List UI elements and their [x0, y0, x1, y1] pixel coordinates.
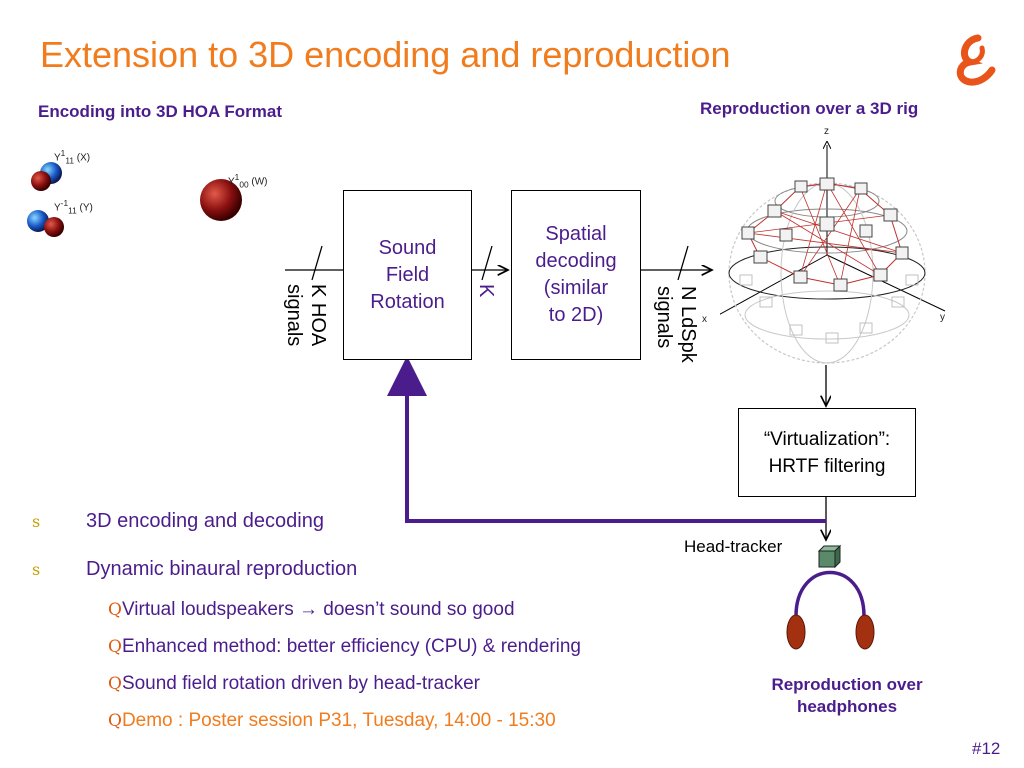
k-label: K: [475, 284, 497, 298]
harmonic-y11-x: [31, 162, 62, 191]
spherical-harmonics-illustration: [27, 162, 242, 237]
head-tracker-label: Head-tracker: [684, 537, 783, 556]
harmonic-y11m-y: [27, 210, 64, 237]
head-tracker-icon: [817, 544, 842, 569]
harmonic-y00-w: [200, 179, 242, 221]
sub-bullet-text: Sound field rotation driven by head-trac…: [121, 673, 480, 694]
bullet-marker: s: [32, 512, 41, 531]
sound-field-rotation-block: Sound Field Rotation: [343, 190, 472, 360]
k-slash: [481, 245, 493, 281]
loudspeaker-rig-sphere: [720, 125, 946, 364]
headphones-band: [794, 570, 866, 617]
spatial-decoding-block: Spatial decoding (similar to 2D): [511, 190, 641, 360]
z-axis-label: z: [824, 126, 829, 137]
bullet-item: s 3D encoding and decoding: [32, 510, 324, 533]
sub-bullet-marker: Q: [108, 637, 122, 657]
spatial-decoding-label: Spatial decoding (similar to 2D): [535, 223, 617, 326]
sound-field-rotation-label: Sound Field Rotation: [370, 236, 445, 313]
sub-bullet-text: Enhanced method: better efficiency (CPU)…: [121, 636, 581, 657]
slide-title: Extension to 3D encoding and reproductio…: [40, 34, 731, 75]
label-y00-w: Y100 (W): [228, 172, 268, 190]
input-slash: [311, 245, 323, 281]
label-y11-x: Y111 (X): [54, 148, 91, 166]
head-tracker-feedback-arrow: [387, 356, 826, 523]
y-axis-label: y: [940, 312, 945, 323]
sub-bullet-text: Virtual loudspeakers → doesn’t sound so …: [121, 599, 515, 620]
encoding-heading: Encoding into 3D HOA Format: [38, 102, 282, 121]
sub-bullet-text: Demo : Poster session P31, Tuesday, 14:0…: [121, 710, 556, 731]
headphones-illustration: [786, 544, 875, 650]
sub-bullet-marker: Q: [108, 600, 122, 620]
reproduction-rig-heading: Reproduction over a 3D rig: [700, 99, 919, 118]
bullet-item: s Dynamic binaural reproduction: [32, 558, 357, 581]
orange-logo: [948, 32, 1004, 88]
n-slash: [677, 245, 689, 281]
sub-bullet-item: QSound field rotation driven by head-tra…: [108, 673, 480, 695]
bullet-text: 3D encoding and decoding: [86, 510, 324, 532]
y-axis: [826, 254, 946, 312]
sub-bullet-item: QEnhanced method: better efficiency (CPU…: [108, 636, 581, 658]
n-ldspk-signals-label: N LdSpk signals: [653, 286, 699, 363]
sub-bullet-item: QDemo : Poster session P31, Tuesday, 14:…: [108, 710, 556, 732]
sub-bullet-item: QVirtual loudspeakers → doesn’t sound so…: [108, 599, 515, 621]
virtualization-label: “Virtualization”: HRTF filtering: [763, 428, 891, 477]
virtualization-block: “Virtualization”: HRTF filtering: [738, 408, 916, 497]
right-earcup: [855, 614, 875, 650]
x-axis-label: x: [702, 314, 707, 325]
sub-bullet-marker: Q: [108, 711, 122, 731]
left-earcup: [786, 614, 806, 650]
label-y11m-y: Y-111 (Y): [54, 198, 93, 216]
bullet-marker: s: [32, 560, 41, 579]
sub-bullet-marker: Q: [108, 674, 122, 694]
page-number: #12: [972, 739, 1001, 758]
bullet-text: Dynamic binaural reproduction: [86, 558, 358, 580]
reproduction-headphones-label: Reproduction over headphones: [771, 675, 923, 716]
k-hoa-signals-label: K HOA signals: [283, 284, 329, 347]
